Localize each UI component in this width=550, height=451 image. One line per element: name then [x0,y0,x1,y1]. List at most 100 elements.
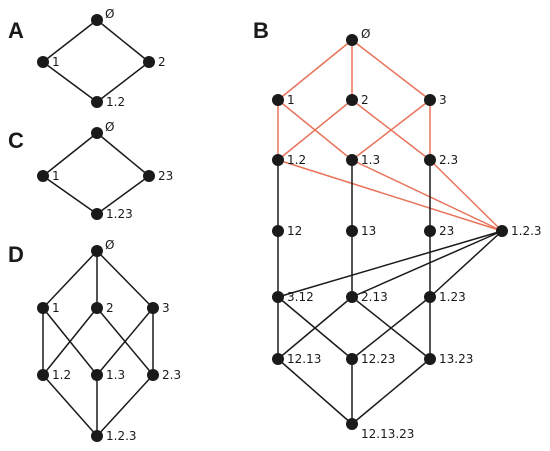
panel-d-edge-d3-d13 [96,307,154,376]
panel-b-node-b123 [496,225,508,237]
panel-a-node-a3 [91,96,103,108]
panel-b-node-label-b123: 1.2.3 [511,224,542,238]
panel-b-node-b13_23 [424,353,436,365]
panel-b-edge-b13_23-btop [351,358,431,425]
panel-c-edge-c1-c3 [42,175,98,215]
panel-c-node-label-c3: 1.23 [106,207,133,221]
panel-b-node-label-bx12: 12 [287,224,302,238]
panel-b-node-b23 [424,154,436,166]
panel-b-edge-b12_13-btop [277,358,353,425]
panel-b-node-label-b1: 1 [287,93,295,107]
panel-a-node-label-a0: Ø [105,7,114,21]
panel-b-node-label-b12: 1.2 [287,153,306,167]
panel-b-edge-b2_13-b123 [351,230,503,298]
panel-b-node-b12_13 [272,353,284,365]
panel-c-node-label-c0: Ø [105,120,114,134]
panel-d-node-d23 [147,369,159,381]
panel-b-node-b1_23 [424,291,436,303]
panel-b-node-b0 [346,34,358,46]
panel-b-node-bx23 [424,225,436,237]
panel-c-edge-c0-c1 [42,132,98,177]
panel-b-node-b12 [272,154,284,166]
panel-c-node-c3 [91,208,103,220]
panel-a-edge-a2-a3 [96,61,150,103]
panel-a-node-label-a3: 1.2 [106,95,125,109]
panel-c-node-c1 [37,170,49,182]
panel-d-node-d2 [91,302,103,314]
panel-b-node-label-b23: 2.3 [439,153,458,167]
panel-d-node-label-d0: Ø [105,238,114,252]
panel-b-node-label-b2: 2 [361,93,369,107]
panel-d-node-label-d12: 1.2 [52,368,71,382]
panel-b-node-label-btop: 12.13.23 [361,427,414,441]
panel-d-node-d1 [37,302,49,314]
panel-d-node-d0 [91,245,103,257]
panel-c-edge-c0-c2 [96,132,150,177]
edges-layer [42,19,503,437]
panel-a-node-a1 [37,56,49,68]
panel-d-edge-d2-d12 [42,307,98,376]
panel-b-node-b1 [272,94,284,106]
panel-b-node-b12_23 [346,353,358,365]
panel-b-highlight-edge-b13-b123 [351,159,503,232]
panel-d-node-d13 [91,369,103,381]
panel-b-node-label-b13_23: 13.23 [439,352,473,366]
panel-label-a: A [8,18,24,43]
panel-b-node-btop [346,418,358,430]
panel-d-edge-d0-d1 [42,250,98,309]
panel-b-node-label-b2_13: 2.13 [361,290,388,304]
panel-d-edge-d23-d123 [96,374,154,437]
panel-b-highlight-edge-b23-b123 [429,159,503,232]
panel-b-node-label-b3_12: 3.12 [287,290,314,304]
panel-d-node-d12 [37,369,49,381]
panel-b-node-b13 [346,154,358,166]
panel-b-node-b2 [346,94,358,106]
panel-c-edge-c2-c3 [96,175,150,215]
panel-b-highlight-edge-b0-b3 [351,39,431,101]
panel-b-highlight-edge-b12-b123 [277,159,503,232]
panel-a-edge-a1-a3 [42,61,98,103]
panel-b-node-b3 [424,94,436,106]
panel-a-node-label-a1: 1 [52,55,60,69]
panel-b-node-b3_12 [272,291,284,303]
panel-label-b: B [253,18,269,43]
panel-a-edge-a0-a2 [96,19,150,63]
panel-d-node-label-d2: 2 [106,301,114,315]
panel-b-edge-b1_23-b123 [429,230,503,298]
panel-b-node-label-b1_23: 1.23 [439,290,466,304]
panel-d-edge-d0-d3 [96,250,154,309]
panel-b-node-label-bx23: 23 [439,224,454,238]
panel-d-node-d3 [147,302,159,314]
panel-b-highlight-edge-b2-b12 [277,99,353,161]
panel-a-node-a0 [91,14,103,26]
panel-d-node-label-d123: 1.2.3 [106,429,137,443]
panel-b-node-label-b12_13: 12.13 [287,352,321,366]
panel-c-node-label-c1: 1 [52,169,60,183]
panel-b-node-label-b0: Ø [361,27,370,41]
panel-label-d: D [8,242,24,267]
panel-b-node-b2_13 [346,291,358,303]
panel-c-node-c2 [143,170,155,182]
panel-d-edge-d12-d123 [42,374,98,437]
panel-b-node-label-bx13: 13 [361,224,376,238]
panel-b-node-bx13 [346,225,358,237]
panel-b-node-label-b13: 1.3 [361,153,380,167]
panel-d-node-label-d23: 2.3 [162,368,181,382]
panel-c-node-c0 [91,127,103,139]
panel-b-edge-b2_13-b12_13 [277,296,353,360]
panel-d-node-d123 [91,430,103,442]
panel-c-node-label-c2: 23 [158,169,173,183]
panel-d-node-label-d1: 1 [52,301,60,315]
panel-label-c: C [8,128,24,153]
panel-d-node-label-d13: 1.3 [106,368,125,382]
panel-d-node-label-d3: 3 [162,301,170,315]
panel-b-node-bx12 [272,225,284,237]
panel-b-edge-b3_12-b123 [277,230,503,298]
panel-b-highlight-edge-b3-b13 [351,99,431,161]
panel-a-edge-a0-a1 [42,19,98,63]
panel-b-edge-b1_23-b12_23 [351,296,431,360]
panel-b-node-label-b3: 3 [439,93,447,107]
panel-a-node-a2 [143,56,155,68]
